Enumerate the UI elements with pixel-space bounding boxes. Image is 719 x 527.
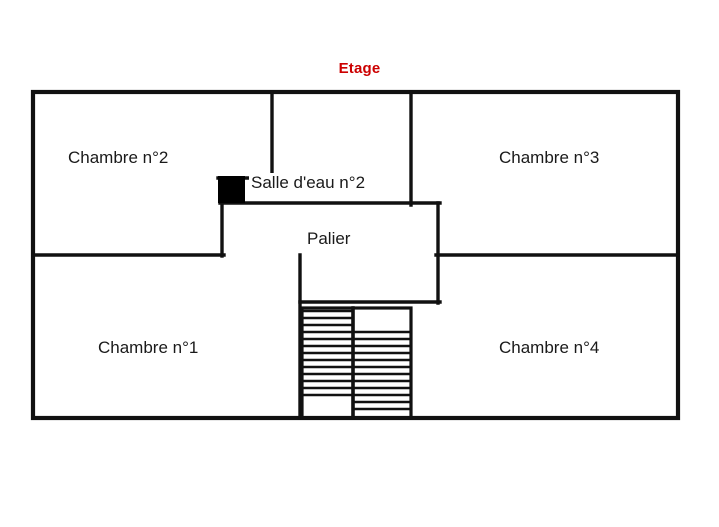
staircase-group xyxy=(300,306,413,420)
page-title: Etage xyxy=(338,60,381,77)
stair-right-steps xyxy=(353,330,411,411)
room-label-chambre-2: Chambre n°2 xyxy=(66,148,171,168)
interior-walls-group xyxy=(31,90,680,420)
room-label-chambre-1: Chambre n°1 xyxy=(96,338,201,358)
room-label-palier: Palier xyxy=(305,229,353,249)
room-label-chambre-4: Chambre n°4 xyxy=(497,338,602,358)
black-fixture-block xyxy=(218,176,245,203)
room-label-salle-eau-2: Salle d'eau n°2 xyxy=(249,173,368,193)
room-label-chambre-3: Chambre n°3 xyxy=(497,148,602,168)
stair-left-steps xyxy=(302,309,353,397)
